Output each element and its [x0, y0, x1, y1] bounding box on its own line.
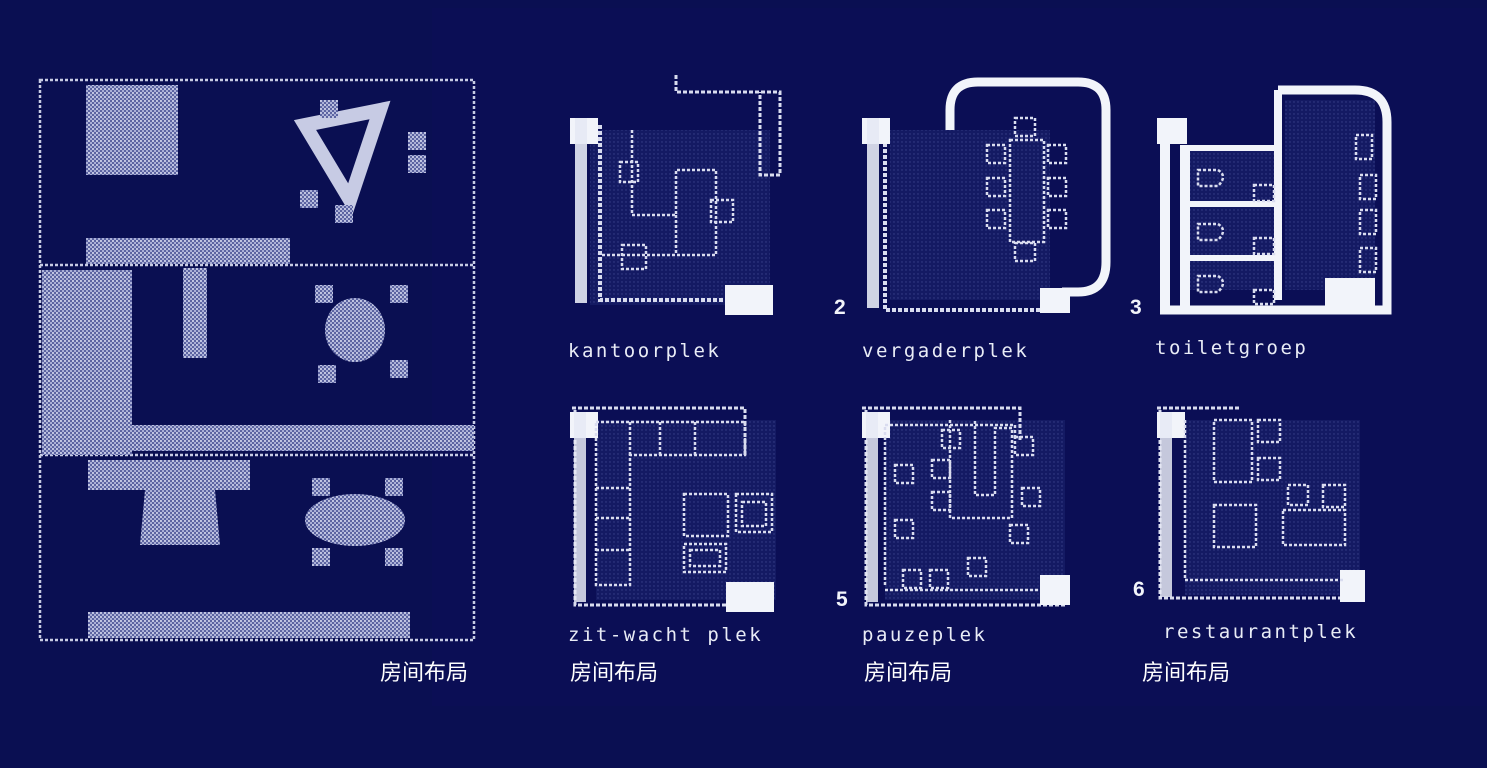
plan-number-2: 2 [834, 296, 846, 319]
plan-kantoorplek [570, 75, 782, 315]
plan-number-6: 6 [1133, 578, 1145, 601]
caption-2: 房间布局 [570, 661, 659, 686]
caption-4: 房间布局 [1142, 661, 1231, 686]
plan-label-pauzeplek: pauzeplek [862, 624, 988, 646]
plan-number-5: 5 [836, 588, 848, 611]
plan-label-toiletgroep: toiletgroep [1155, 337, 1309, 359]
plan-zit-wacht-plek [570, 406, 776, 612]
plan-label-vergaderplek: vergaderplek [862, 340, 1030, 362]
plan-label-restaurantplek: restaurantplek [1163, 621, 1359, 643]
plan-number-3: 3 [1130, 296, 1142, 319]
left-floor-plan [38, 78, 476, 642]
plan-label-kantoorplek: kantoorplek [568, 340, 722, 362]
plan-toiletgroep [1157, 85, 1392, 315]
plan-pauzeplek [862, 406, 1070, 607]
plan-vergaderplek [862, 77, 1111, 313]
plan-label-zit-wacht-plek: zit-wacht plek [568, 624, 764, 646]
caption-3: 房间布局 [864, 661, 953, 686]
plan-restaurantplek [1157, 406, 1365, 602]
caption-1: 房间布局 [380, 661, 469, 686]
